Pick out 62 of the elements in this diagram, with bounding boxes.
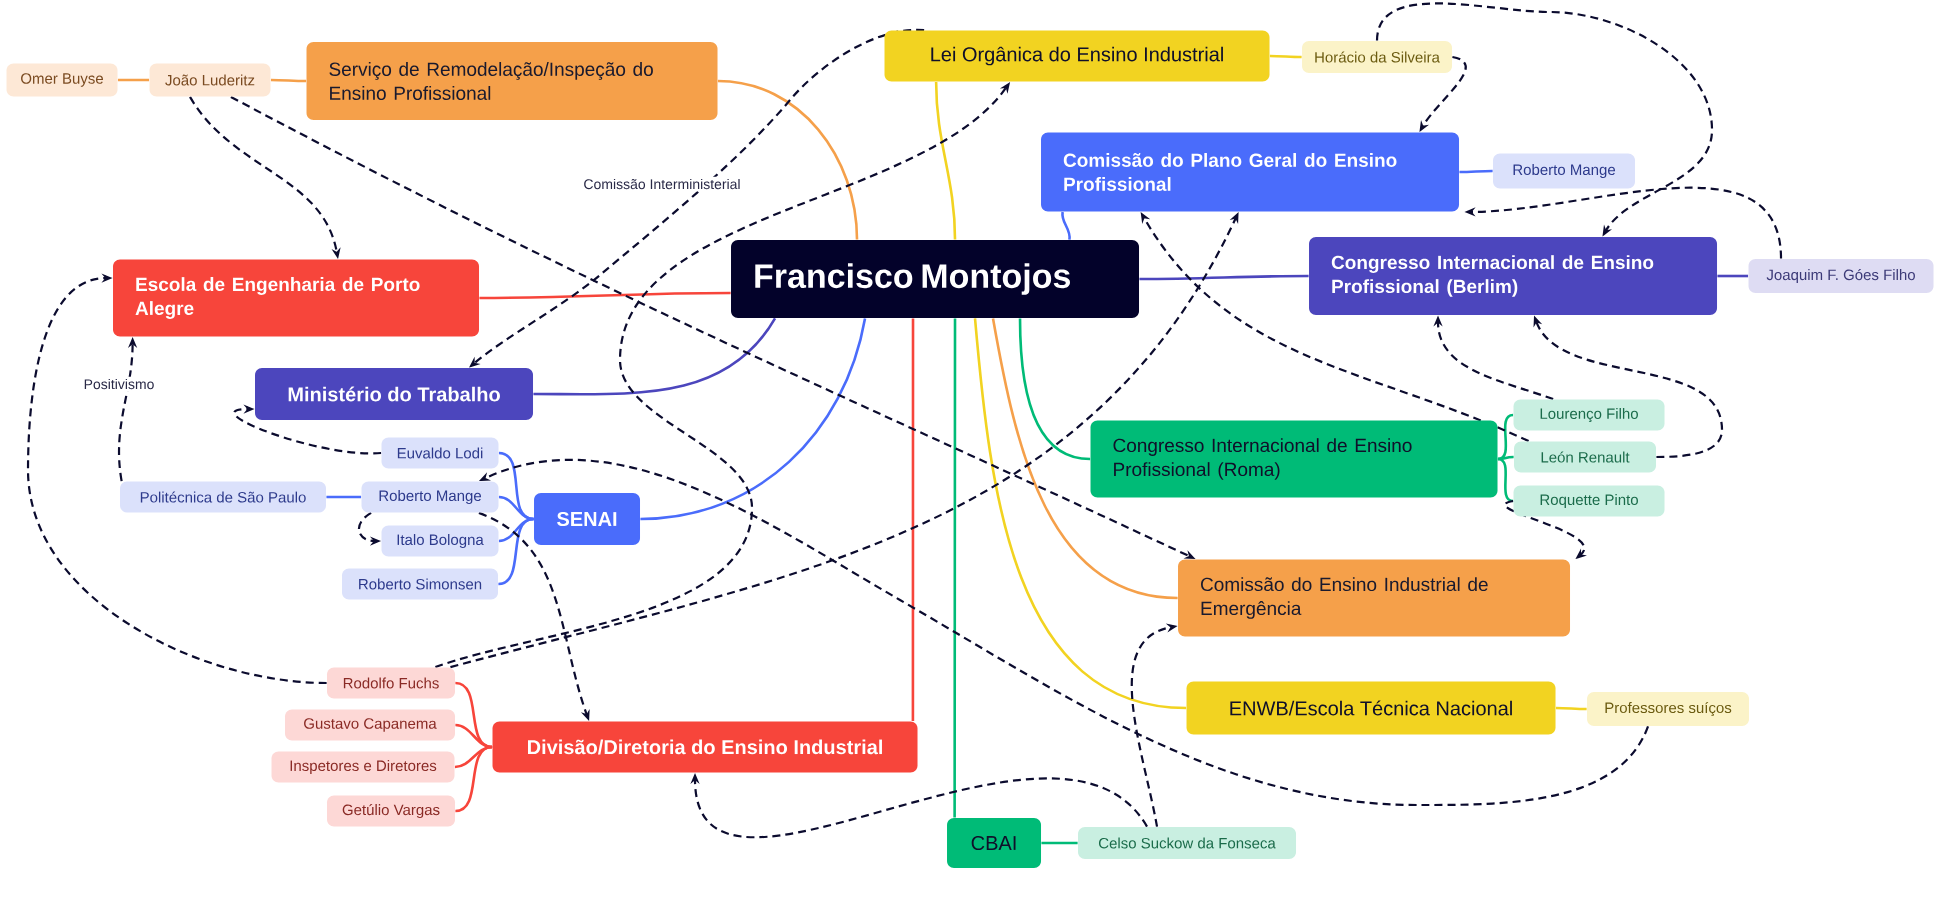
subtopic-box: Rodolfo Fuchs [327, 667, 455, 699]
topic-box: Congresso Internacional de Ensino Profissional (Roma) [1090, 420, 1498, 498]
subtopic-box: Omer Buyse [6, 63, 118, 97]
connector-line [479, 291, 731, 300]
subtopic-box: León Renault [1514, 441, 1656, 473]
topic-box: Escola de Engenharia de Porto Alegre [113, 259, 479, 337]
connector-line [1717, 274, 1749, 278]
central-topic-box: Francisco Montojos [731, 240, 1139, 318]
subtopic-box: Professores suíços [1587, 692, 1749, 726]
subtopic-box: Euvaldo Lodi [381, 437, 499, 469]
edge-label: Positivismo [81, 376, 157, 392]
subtopic-box: Inspetores e Diretores [271, 751, 455, 783]
subtopic-box: Roberto Mange [1493, 153, 1635, 189]
connector-line [1269, 54, 1302, 59]
subtopic-box: Horácio da Silveira [1302, 41, 1452, 73]
connector-line [455, 745, 493, 813]
topic-box: Comissão do Ensino Industrial de Emergência [1178, 559, 1570, 637]
connector-line [498, 495, 534, 521]
topic-box: Comissão do Plano Geral do Ensino Profissional [1041, 132, 1459, 212]
connector-line [1018, 318, 1091, 461]
connector-line [1139, 274, 1309, 281]
connector-line [455, 723, 493, 749]
subtopic-box: Gustavo Capanema [285, 709, 455, 741]
connector-line [640, 318, 867, 521]
subtopic-box: Italo Bologna [381, 525, 499, 557]
subtopic-box: Roberto Mange [361, 481, 499, 513]
topic-box: CBAI [947, 818, 1041, 868]
topic-box: SENAI [534, 493, 640, 545]
connector-line [973, 318, 1187, 710]
topic-box: Congresso Internacional de Ensino Profissional (Berlim) [1309, 237, 1717, 315]
topic-box: Divisão/Diretoria do Ensino Industrial [492, 721, 918, 773]
dashed-arrow [233, 404, 382, 455]
connector-line [498, 517, 534, 586]
connector-line [326, 495, 362, 499]
subtopic-box: João Luderitz [149, 63, 271, 97]
subtopic-box: Roberto Simonsen [342, 568, 498, 600]
connector-line [911, 318, 915, 722]
connector-line [1459, 169, 1493, 174]
connector-line [717, 79, 859, 240]
connector-line [1061, 211, 1071, 240]
connector-line [533, 317, 777, 396]
topic-box: Ministério do Trabalho [255, 368, 533, 420]
subtopic-box: Politécnica de São Paulo [120, 481, 326, 513]
subtopic-box: Lourenço Filho [1513, 399, 1665, 431]
topic-box: Lei Orgânica do Ensino Industrial [884, 30, 1270, 82]
connector-line [953, 318, 957, 818]
connector-line [991, 318, 1178, 600]
topic-box: ENWB/Escola Técnica Nacional [1186, 681, 1556, 735]
connector-line [1041, 841, 1078, 845]
subtopic-box: Joaquim F. Góes Filho [1748, 259, 1934, 293]
dashed-arrow [26, 273, 327, 685]
connector-line [1497, 413, 1514, 461]
connector-line [117, 78, 150, 82]
subtopic-box: Getúlio Vargas [327, 795, 455, 827]
connector-line [934, 81, 957, 240]
connector-line [270, 78, 307, 83]
subtopic-box: Celso Suckow da Fonseca [1078, 827, 1296, 859]
connector-line [1497, 457, 1514, 503]
connector-line [1555, 706, 1587, 711]
subtopic-box: Roquette Pinto [1513, 485, 1665, 517]
edge-label: Comissão Interministerial [581, 176, 743, 192]
topic-box: Serviço de Remodelação/Inspeção do Ensino Profissional [306, 42, 718, 120]
